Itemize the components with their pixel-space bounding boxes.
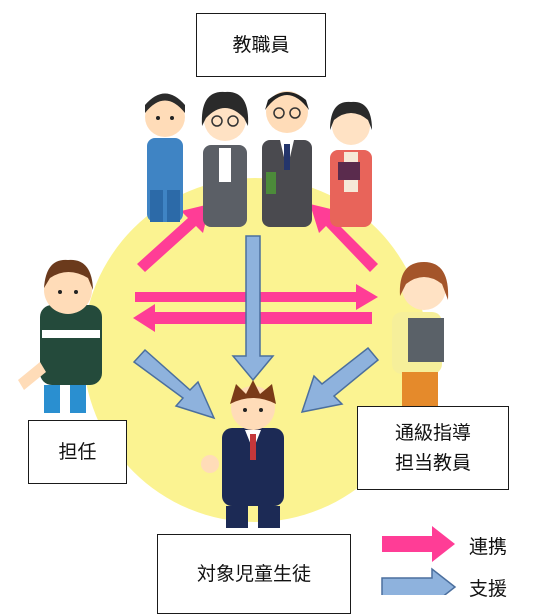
- legend-support-text: 支援: [469, 578, 508, 600]
- target-student-illustration: [201, 380, 284, 528]
- staff-label: 教職員: [196, 13, 326, 77]
- legend-cooperation-arrow: [382, 526, 455, 562]
- homeroom-teacher-illustration: [18, 259, 102, 413]
- legend-support-arrow: [381, 567, 457, 607]
- special-class-teacher-illustration: [392, 262, 449, 410]
- homeroom-teacher-label: 担任: [28, 420, 127, 484]
- cooperation-arrow-special-to-staff: [310, 204, 378, 272]
- support-arrow-special-to-student: [300, 346, 380, 413]
- special-class-teacher-label-line2: 担当教員: [394, 452, 471, 474]
- cooperation-arrow-homeroom-to-staff: [137, 204, 210, 272]
- diagram-canvas: [18, 91, 457, 607]
- staff-group-illustration: [145, 91, 372, 227]
- special-class-teacher-label-line1: 通級指導: [394, 422, 471, 444]
- legend-cooperation-text: 連携: [469, 536, 508, 558]
- staff-member-1: [145, 93, 185, 222]
- staff-member-2: [201, 91, 249, 227]
- support-diagram: 教職員 担任 通級指導 担当教員 対象児童生徒 連携 支援: [18, 13, 509, 614]
- staff-member-4: [330, 101, 372, 227]
- support-arrow-staff-to-student: [231, 235, 275, 382]
- staff-member-3: [262, 91, 312, 227]
- special-class-teacher-label: 通級指導 担当教員: [357, 406, 509, 490]
- target-student-label: 対象児童生徒: [157, 534, 351, 614]
- support-arrow-homeroom-to-student: [132, 348, 216, 420]
